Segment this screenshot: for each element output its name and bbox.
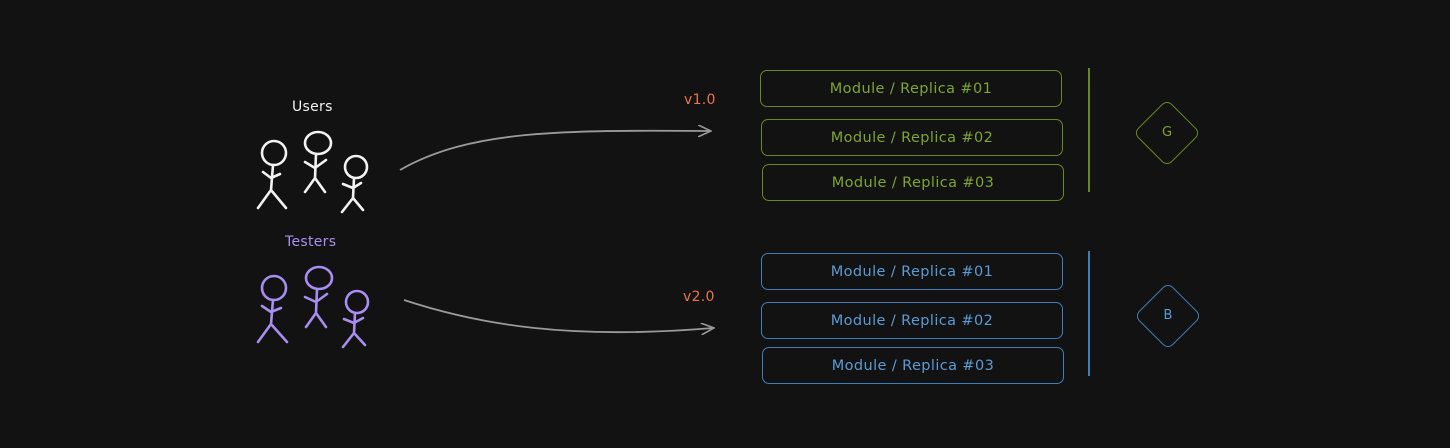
tester-figure-1 xyxy=(256,274,289,344)
testers-figures xyxy=(256,265,370,349)
green-replica-label: Module / Replica #03 xyxy=(831,174,995,191)
blue-replica-box-3: Module / Replica #03 xyxy=(762,347,1064,384)
testers-arrow xyxy=(403,299,713,332)
users-arrow xyxy=(399,131,710,171)
green-replica-box-2: Module / Replica #02 xyxy=(761,119,1063,156)
blue-replica-box-1: Module / Replica #01 xyxy=(761,253,1063,290)
users-figures xyxy=(256,130,369,214)
blue-replica-box-2: Module / Replica #02 xyxy=(761,302,1063,339)
users-label: Users xyxy=(292,99,333,115)
version-v1-label: v1.0 xyxy=(684,92,716,108)
green-replica-label: Module / Replica #01 xyxy=(829,80,993,97)
user-figure-1 xyxy=(256,139,288,210)
testers-label: Testers xyxy=(285,234,337,250)
tester-figure-3 xyxy=(341,289,370,349)
green-replica-box-1: Module / Replica #01 xyxy=(760,70,1062,107)
user-figure-2 xyxy=(303,130,333,194)
version-v2-label: v2.0 xyxy=(683,289,715,305)
blue-replica-label: Module / Replica #01 xyxy=(830,263,994,280)
green-diamond-label: G xyxy=(1161,125,1173,140)
user-figure-3 xyxy=(340,154,369,214)
blue-replica-label: Module / Replica #02 xyxy=(830,312,994,329)
tester-figure-2 xyxy=(303,265,334,329)
green-replica-label: Module / Replica #02 xyxy=(830,129,994,146)
blue-diamond-label: B xyxy=(1163,308,1173,323)
blue-replica-label: Module / Replica #03 xyxy=(831,357,995,374)
green-replica-box-3: Module / Replica #03 xyxy=(762,164,1064,201)
